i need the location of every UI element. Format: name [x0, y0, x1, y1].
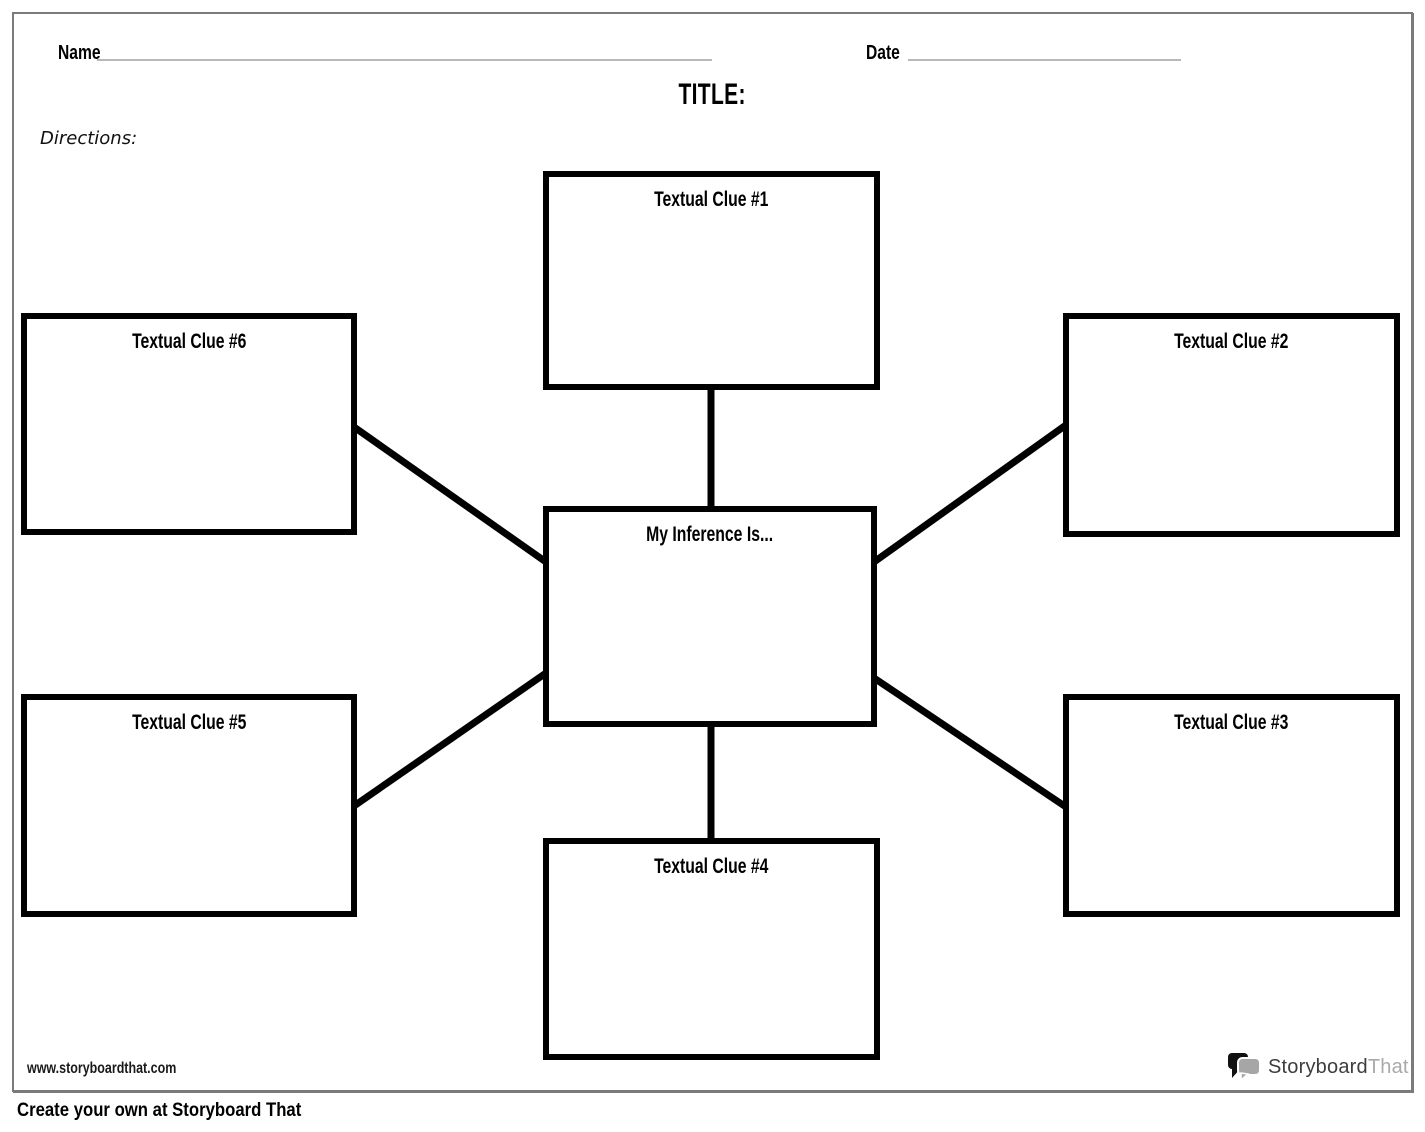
textual-clue-2-box[interactable]: Textual Clue #2: [1063, 313, 1400, 537]
connector-center-clue3: [872, 675, 1068, 810]
textual-clue-2-label: Textual Clue #2: [1174, 330, 1289, 353]
inference-center-label: My Inference Is...: [646, 523, 774, 546]
connector-center-clue5: [352, 670, 548, 809]
textual-clue-4-label: Textual Clue #4: [654, 855, 769, 878]
textual-clue-3-box[interactable]: Textual Clue #3: [1063, 694, 1400, 917]
textual-clue-6-box[interactable]: Textual Clue #6: [21, 313, 357, 535]
textual-clue-1-box[interactable]: Textual Clue #1: [543, 171, 880, 390]
storyboardthat-logo: StoryboardThat: [1227, 1049, 1409, 1085]
textual-clue-1-label: Textual Clue #1: [654, 188, 769, 211]
directions-label: Directions:: [40, 128, 138, 149]
name-label: Name: [58, 42, 101, 64]
textual-clue-6-label: Textual Clue #6: [131, 330, 247, 353]
website-url: www.storyboardthat.com: [27, 1060, 177, 1077]
textual-clue-3-label: Textual Clue #3: [1174, 711, 1289, 734]
name-field-line[interactable]: [97, 59, 712, 61]
create-your-own-link[interactable]: Create your own at Storyboard That: [17, 1100, 302, 1121]
logo-wordmark: StoryboardThat: [1268, 1055, 1409, 1078]
date-field-line[interactable]: [908, 59, 1181, 61]
page-title: TITLE:: [678, 78, 747, 111]
textual-clue-5-box[interactable]: Textual Clue #5: [21, 694, 357, 917]
connector-center-clue6: [351, 424, 549, 565]
textual-clue-5-label: Textual Clue #5: [131, 711, 247, 734]
date-label: Date: [866, 42, 900, 64]
textual-clue-4-box[interactable]: Textual Clue #4: [543, 838, 880, 1060]
connector-center-clue2: [871, 422, 1069, 565]
inference-center-box[interactable]: My Inference Is...: [543, 506, 877, 727]
speech-bubbles-icon: [1228, 1053, 1261, 1082]
